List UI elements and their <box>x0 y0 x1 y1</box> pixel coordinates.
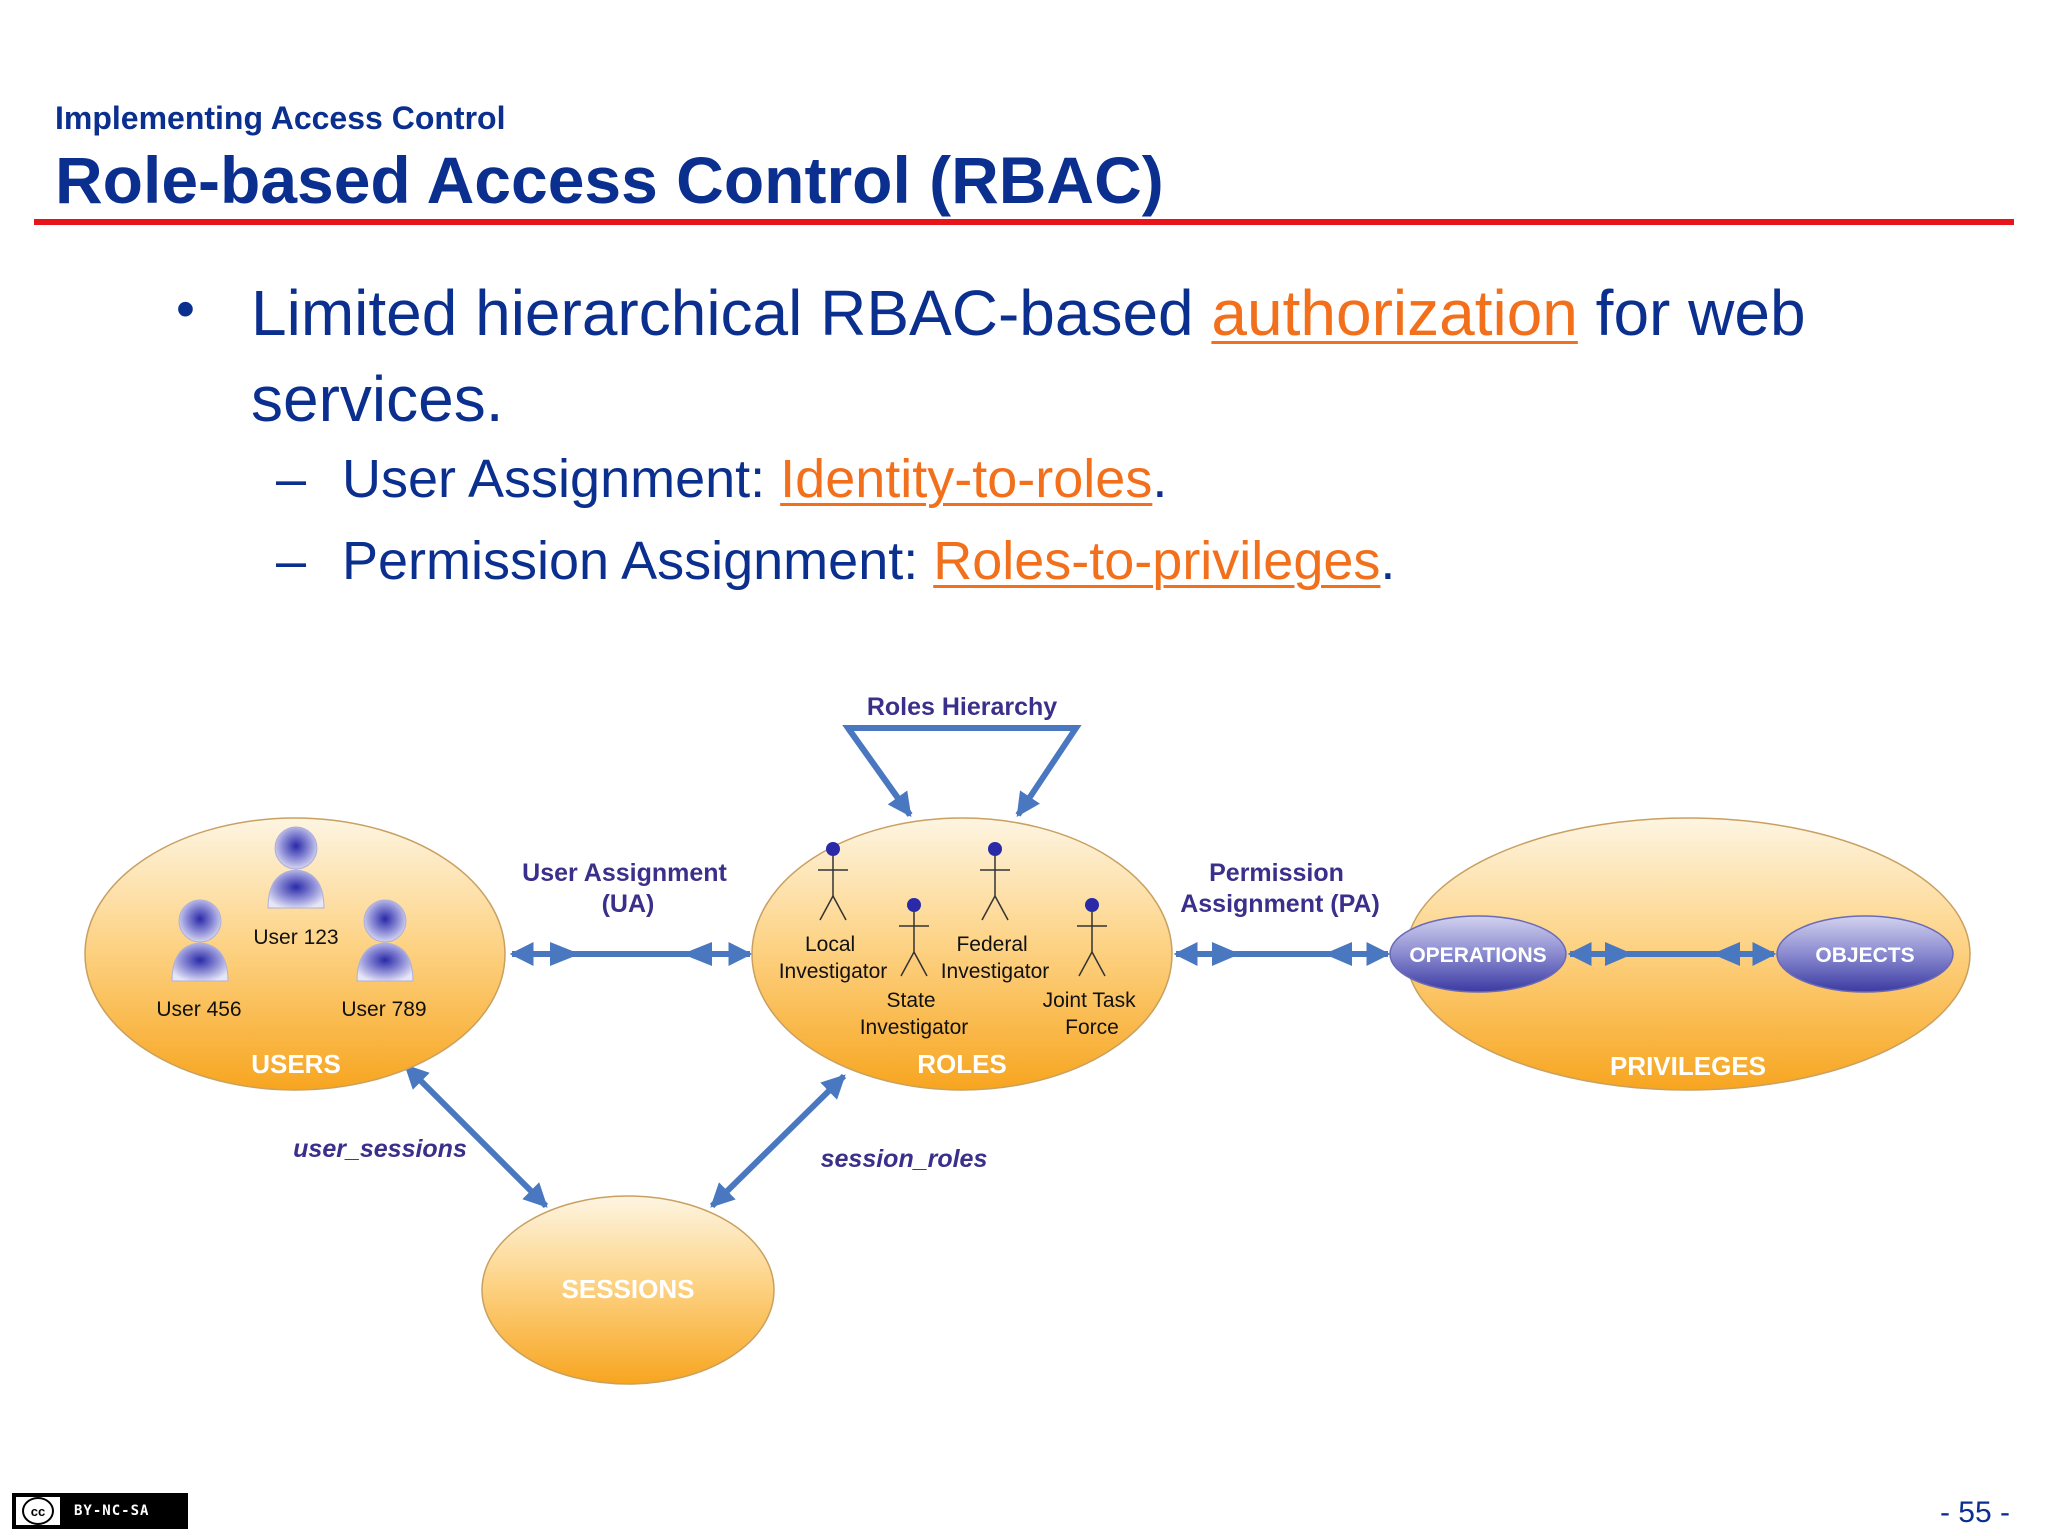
actor-head <box>826 842 840 856</box>
license-text: BY-NC-SA <box>74 1503 150 1519</box>
sub-bullet-period: . <box>1380 531 1396 591</box>
users-node: User 123 User 456 User 789 USERS <box>84 817 506 1091</box>
identity-to-roles-link[interactable]: Identity-to-roles <box>780 449 1153 509</box>
roles-node: Local Investigator Federal Investigator … <box>751 817 1173 1091</box>
actor-icon <box>899 912 929 977</box>
operations-objects-arrow <box>1567 942 1777 966</box>
session-roles-arrow <box>709 1073 847 1209</box>
privileges-node: OPERATIONS OBJECTS PRIVILEGES <box>1389 817 1971 1091</box>
sub-bullet-user-assignment: –User Assignment: Identity-to-roles. <box>276 448 1167 510</box>
pa-arrow <box>1173 942 1391 966</box>
actor-head <box>907 898 921 912</box>
user-icon <box>171 899 229 982</box>
ua-arrow <box>509 942 753 966</box>
actor-icon <box>818 856 848 921</box>
sub-bullet-label: User Assignment: <box>342 449 781 509</box>
operations-label: OPERATIONS <box>1409 944 1546 967</box>
bullet-marker: • <box>176 279 195 339</box>
main-bullet: Limited hierarchical RBAC-based authoriz… <box>251 270 1901 442</box>
ua-label-line1: User Assignment <box>522 859 727 887</box>
actor-head <box>1085 898 1099 912</box>
users-label: USERS <box>251 1049 341 1079</box>
actor-icon <box>980 856 1010 921</box>
sessions-ellipse <box>481 1195 775 1385</box>
ua-label: User Assignment (UA) <box>522 859 734 918</box>
sub-bullet-period: . <box>1152 449 1168 509</box>
actor-head <box>988 842 1002 856</box>
sessions-node: SESSIONS <box>481 1195 775 1385</box>
objects-ellipse <box>1776 915 1954 993</box>
bullet-text-start: Limited hierarchical RBAC-based <box>251 277 1212 349</box>
ua-label-line2: (UA) <box>602 890 655 918</box>
federal-investigator-label: Federal Investigator <box>941 933 1050 983</box>
roles-to-privileges-link[interactable]: Roles-to-privileges <box>933 531 1381 591</box>
section-subtitle: Implementing Access Control <box>55 100 506 136</box>
users-ellipse <box>84 817 506 1091</box>
sub-bullet-dash: – <box>276 449 307 509</box>
bullet-text-end: for web services. <box>251 277 1806 435</box>
pa-label: Permission Assignment (PA) <box>1180 859 1380 918</box>
user-icon <box>356 899 414 982</box>
state-investigator-label: State Investigator <box>860 989 969 1039</box>
actor-icon <box>1077 912 1107 977</box>
cc-license-badge[interactable]: cc BY-NC-SA <box>12 1493 188 1529</box>
roles-label: ROLES <box>917 1049 1007 1079</box>
privileges-label: PRIVILEGES <box>1610 1051 1766 1081</box>
session-roles-label: session_roles <box>821 1145 988 1173</box>
user-456-label: User 456 <box>156 998 241 1021</box>
objects-label: OBJECTS <box>1815 944 1914 967</box>
slide-title: Role-based Access Control (RBAC) <box>55 143 1164 217</box>
roles-hierarchy-arrows <box>842 725 1082 817</box>
roles-ellipse <box>751 817 1173 1091</box>
user-123-label: User 123 <box>253 926 338 949</box>
roles-hierarchy-label: Roles Hierarchy <box>867 693 1057 721</box>
pa-label-line2: Assignment (PA) <box>1180 890 1380 918</box>
user-sessions-arrow <box>403 1063 549 1209</box>
sub-bullet-dash: – <box>276 531 307 591</box>
user-789-label: User 789 <box>341 998 426 1021</box>
operations-ellipse <box>1389 915 1567 993</box>
sessions-label: SESSIONS <box>562 1274 695 1304</box>
sub-bullet-permission-assignment: –Permission Assignment: Roles-to-privile… <box>276 530 1395 592</box>
local-investigator-label: Local Investigator <box>779 933 888 983</box>
cc-icon: cc <box>16 1497 60 1525</box>
page-number: - 55 - <box>1939 1496 2010 1529</box>
sub-bullet-label: Permission Assignment: <box>342 531 934 591</box>
pa-label-line1: Permission <box>1209 859 1344 887</box>
joint-task-force-label: Joint Task Force <box>1043 989 1142 1039</box>
user-sessions-label: user_sessions <box>293 1135 467 1163</box>
user-icon <box>267 826 325 909</box>
authorization-link[interactable]: authorization <box>1211 277 1578 349</box>
cc-icon-text: cc <box>22 1497 54 1525</box>
title-divider <box>34 219 2014 225</box>
